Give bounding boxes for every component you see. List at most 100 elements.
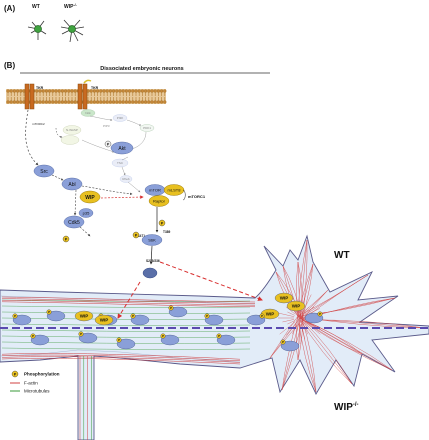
panel-a: (A) WT WIP-/- [4,3,85,43]
nck-node [80,109,96,117]
mtorc1-complex: mTOR mLST8 Raptor mTORC1 [144,184,206,207]
s6k-phospho-icon: P [216,333,222,339]
svg-text:P: P [48,310,50,314]
mtorc2-label: mTORC2 [32,122,45,126]
signaling-pathway: Nck PI3K PDK1 N-WASP PIP3 TSC Rheb mTORC… [25,109,206,279]
p35-node [78,208,94,218]
s6k-node [168,306,188,318]
s6-node [142,267,158,279]
s6k-phospho-icon: P [116,337,122,343]
svg-text:P: P [261,314,263,318]
svg-text:P: P [161,221,164,225]
cell-membrane: TKR TKR [6,79,167,110]
panel-a-label: (A) [4,4,15,13]
akt-node [110,141,134,155]
s6k-node [216,334,236,346]
tkr-left-receptor [24,83,30,110]
s6k-node [116,338,136,350]
s6k-phospho-icon: P [12,313,18,319]
s6k-phospho-icon: P [30,333,36,339]
wip-ko-label: WIP-/- [334,402,359,413]
svg-text:P: P [14,314,16,318]
svg-text:TSC: TSC [117,161,124,165]
s6k-phospho-icon: P [160,333,166,339]
svg-text:P: P [170,306,172,310]
s6k-node [141,234,163,246]
s6k-phospho-icon: P [259,313,265,319]
svg-text:Src: Src [40,169,48,175]
svg-text:P: P [218,334,220,338]
wip-node-label: WIP [292,304,301,309]
pdk1-node [139,124,155,132]
wip-node-label: WIP [80,314,89,319]
s6k-node [78,332,98,344]
tsc-node [111,158,129,168]
svg-text:PI3K: PI3K [117,116,124,120]
svg-text:Nck: Nck [85,111,91,115]
tkr-left-label: TKR [36,86,44,90]
svg-text:P: P [32,334,34,338]
wip-node-label: WIP [280,296,289,301]
src-node [33,164,55,178]
svg-text:P: P [282,340,284,344]
s6k-phospho-icon: P [168,305,174,311]
svg-text:p35: p35 [83,211,90,216]
s6-to-axon-arrow [117,281,141,319]
neuron-outline [0,234,429,440]
svg-text:Akt: Akt [118,146,126,152]
legend-phospho-label: Phosphorylation [24,372,60,377]
t389-phospho-icon: P [158,219,166,227]
svg-text:PDK1: PDK1 [143,126,151,130]
s6k-node [46,310,66,322]
n-wasp-node [62,125,82,135]
wt-label: WT [334,250,350,261]
s471-phospho-icon: P [132,231,140,239]
tkr-right-receptor [77,83,83,110]
svg-text:P: P [135,233,138,237]
abl-node [61,177,83,191]
pip3-label: PIP3 [103,124,110,128]
s6-to-soma-arrow [159,261,263,301]
s6k-node [30,334,50,346]
s6k-node [204,314,224,326]
legend: P Phosphorylation F-actin Microtubules [10,370,60,394]
legend-factin-label: F-actin [24,381,38,386]
s471-label: S471 [138,234,146,238]
pi3k-node [112,114,128,122]
neuron-cell: PPPPPPWIPWIPWIPWIPWIPPPPPPPPP WT WIP-/- [0,234,429,440]
wip-node [74,310,94,322]
akt-phospho-icon: P [104,140,112,148]
mtorc1-label: mTORC1 [188,194,206,199]
wip-node [286,300,306,312]
svg-text:Cdk5: Cdk5 [68,220,80,226]
svg-text:Abl: Abl [68,182,75,188]
ligand-icon [83,79,92,84]
svg-text:mLST8: mLST8 [168,188,182,193]
s6k-node [160,334,180,346]
rheb-node [119,175,133,183]
tkr-right-label: TKR [91,86,99,90]
s235-label: S235/236 [146,259,160,263]
svg-text:P: P [118,338,120,342]
svg-text:Raptor: Raptor [153,199,166,204]
raptor-node [148,195,170,207]
s6k-node [130,314,150,326]
s6k-phospho-icon: P [317,311,323,317]
svg-text:P: P [319,312,321,316]
svg-text:P: P [132,314,134,318]
tkr-to-src-arrow [25,109,39,166]
legend-microtubules-label: Microtubules [24,389,50,394]
wip-node [94,314,114,326]
wip-node [79,190,101,204]
wip-mtorc1-arrow [100,195,144,199]
mlst8-node [163,184,185,196]
s6k-phospho-icon: P [130,313,136,319]
wip-ko-neuron-icon [60,19,85,43]
svg-text:Rheb: Rheb [122,177,130,181]
s6k-phospho-icon: P [204,313,210,319]
legend-phospho-icon: P [11,370,19,378]
svg-text:P: P [206,314,208,318]
wt-neuron-icon [27,20,47,40]
svg-text:P: P [162,334,164,338]
